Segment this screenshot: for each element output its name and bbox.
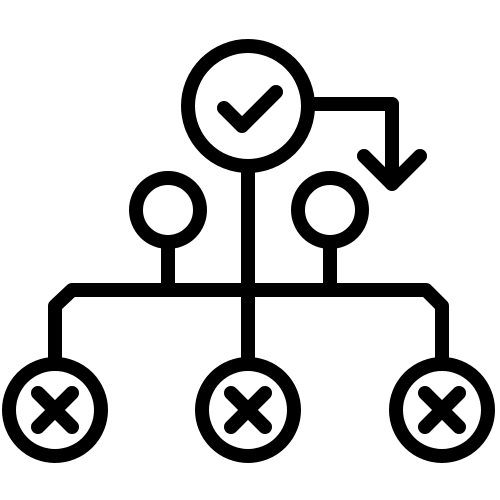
right-x-circle-icon — [389, 357, 495, 463]
bent-arrow-icon — [301, 97, 427, 191]
branch-connector — [48, 283, 449, 371]
left-empty-circle-icon — [129, 171, 207, 297]
right-empty-circle-icon — [291, 171, 369, 297]
left-x-circle-icon — [2, 357, 108, 463]
check-circle-icon — [181, 39, 315, 173]
center-x-circle-icon — [195, 357, 301, 463]
